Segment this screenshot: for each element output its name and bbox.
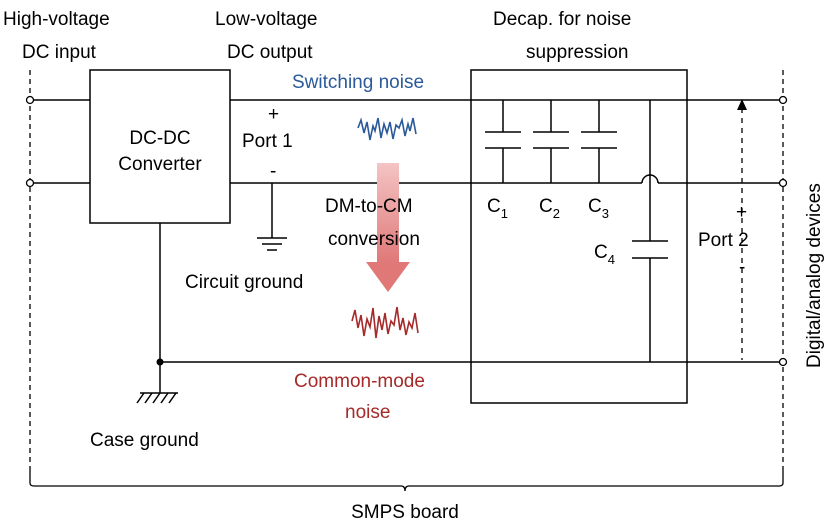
- common-mode-label-line1: Common-mode: [294, 371, 425, 392]
- dc-input-label: DC input: [22, 42, 97, 63]
- output-terminal-top: [778, 95, 788, 105]
- devices-label: Digital/analog devices: [804, 183, 825, 368]
- common-mode-noise-waveform: [351, 306, 419, 339]
- capacitor-c3-symbol: [581, 100, 617, 183]
- port2-plus: +: [736, 202, 747, 223]
- input-terminal-bottom: [25, 178, 35, 188]
- port1-minus: -: [270, 161, 276, 182]
- port1-label: Port 1: [242, 131, 293, 152]
- converter-label-line2: Converter: [118, 154, 202, 175]
- circuit-ground-icon: [257, 237, 287, 251]
- decap-title-line2: suppression: [526, 42, 628, 63]
- high-voltage-label: High-voltage: [3, 9, 110, 30]
- c1-label: C1: [487, 196, 508, 221]
- capacitor-c4-symbol: [632, 100, 668, 362]
- low-voltage-label: Low-voltage: [215, 9, 317, 30]
- decap-box: [470, 69, 688, 404]
- output-terminal-bottom: [778, 357, 788, 367]
- input-terminal-top: [25, 95, 35, 105]
- port2-arrowhead: [737, 99, 747, 110]
- smps-board-label: SMPS board: [351, 502, 459, 523]
- port2-minus: -: [739, 257, 745, 278]
- converter-label-line1: DC-DC: [129, 128, 190, 149]
- circuit-ground-label: Circuit ground: [185, 272, 303, 293]
- decap-title-line1: Decap. for noise: [493, 9, 631, 30]
- switching-noise-label: Switching noise: [292, 72, 424, 93]
- dm-to-cm-arrow: [366, 163, 410, 292]
- c3-label: C3: [588, 196, 609, 221]
- common-mode-label-line2: noise: [345, 402, 390, 423]
- case-ground-label: Case ground: [90, 430, 199, 451]
- c2-label: C2: [539, 196, 560, 221]
- capacitor-c1-symbol: [485, 100, 521, 183]
- output-terminal-middle: [778, 178, 788, 188]
- chassis-ground-icon: [136, 392, 178, 404]
- dm-to-cm-label-line2: conversion: [328, 229, 420, 250]
- dc-dc-converter-block: [89, 69, 231, 224]
- capacitor-c2-symbol: [533, 100, 569, 183]
- dc-output-label: DC output: [227, 42, 313, 63]
- dm-to-cm-label-line1: DM-to-CM: [325, 196, 413, 217]
- c4-label: C4: [594, 242, 615, 267]
- port1-plus: +: [268, 104, 279, 125]
- switching-noise-waveform: [357, 117, 417, 141]
- smps-board-brace: [29, 470, 784, 492]
- case-ground-node: [156, 358, 164, 366]
- port2-label: Port 2: [698, 230, 749, 251]
